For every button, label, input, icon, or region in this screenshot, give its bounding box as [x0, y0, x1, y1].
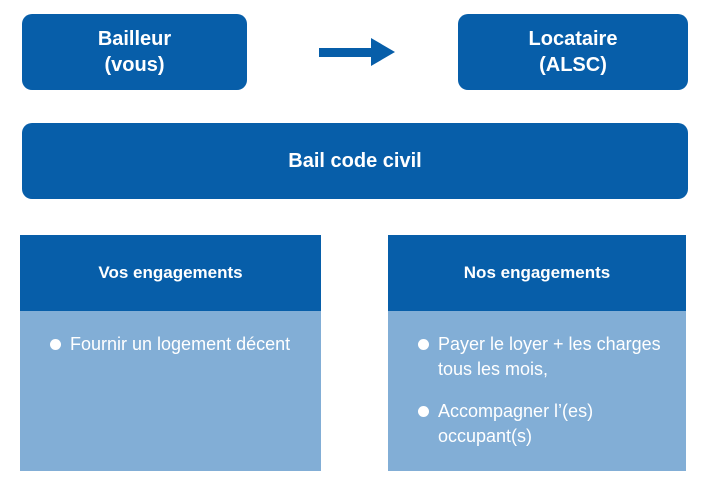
- list-item: Fournir un logement décent: [50, 332, 307, 357]
- vos-engagements-body: Fournir un logement décent: [20, 311, 321, 471]
- vos-engagements-header: Vos engagements: [20, 235, 321, 311]
- vos-engagements-list: Fournir un logement décent: [50, 332, 307, 357]
- engagement-text: Accompagner l’(es) occupant(s): [438, 401, 594, 446]
- nos-engagements-panel: Nos engagements Payer le loyer + les cha…: [388, 235, 686, 471]
- bullet-icon: [50, 339, 61, 350]
- bailleur-label-line2: (vous): [104, 54, 165, 76]
- nos-engagements-header: Nos engagements: [388, 235, 686, 311]
- nos-engagements-list: Payer le loyer + les charges tous les mo…: [418, 332, 672, 449]
- locataire-box: Locataire (ALSC): [458, 14, 688, 90]
- locataire-label-line2: (ALSC): [539, 54, 607, 76]
- engagement-text: Fournir un logement décent: [70, 334, 291, 354]
- list-item: Accompagner l’(es) occupant(s): [418, 399, 672, 449]
- bullet-icon: [418, 406, 429, 417]
- locataire-label-line1: Locataire: [528, 28, 618, 50]
- arrow-right-icon: [319, 38, 395, 66]
- bailleur-label-line1: Bailleur: [97, 28, 172, 50]
- list-item: Payer le loyer + les charges tous les mo…: [418, 332, 672, 382]
- engagement-text: Payer le loyer + les charges tous les mo…: [438, 334, 661, 379]
- vos-engagements-panel: Vos engagements Fournir un logement déce…: [20, 235, 321, 471]
- nos-engagements-body: Payer le loyer + les charges tous les mo…: [388, 311, 686, 471]
- bailleur-box: Bailleur (vous): [22, 14, 247, 90]
- bail-code-civil-box: Bail code civil: [22, 123, 688, 199]
- bullet-icon: [418, 339, 429, 350]
